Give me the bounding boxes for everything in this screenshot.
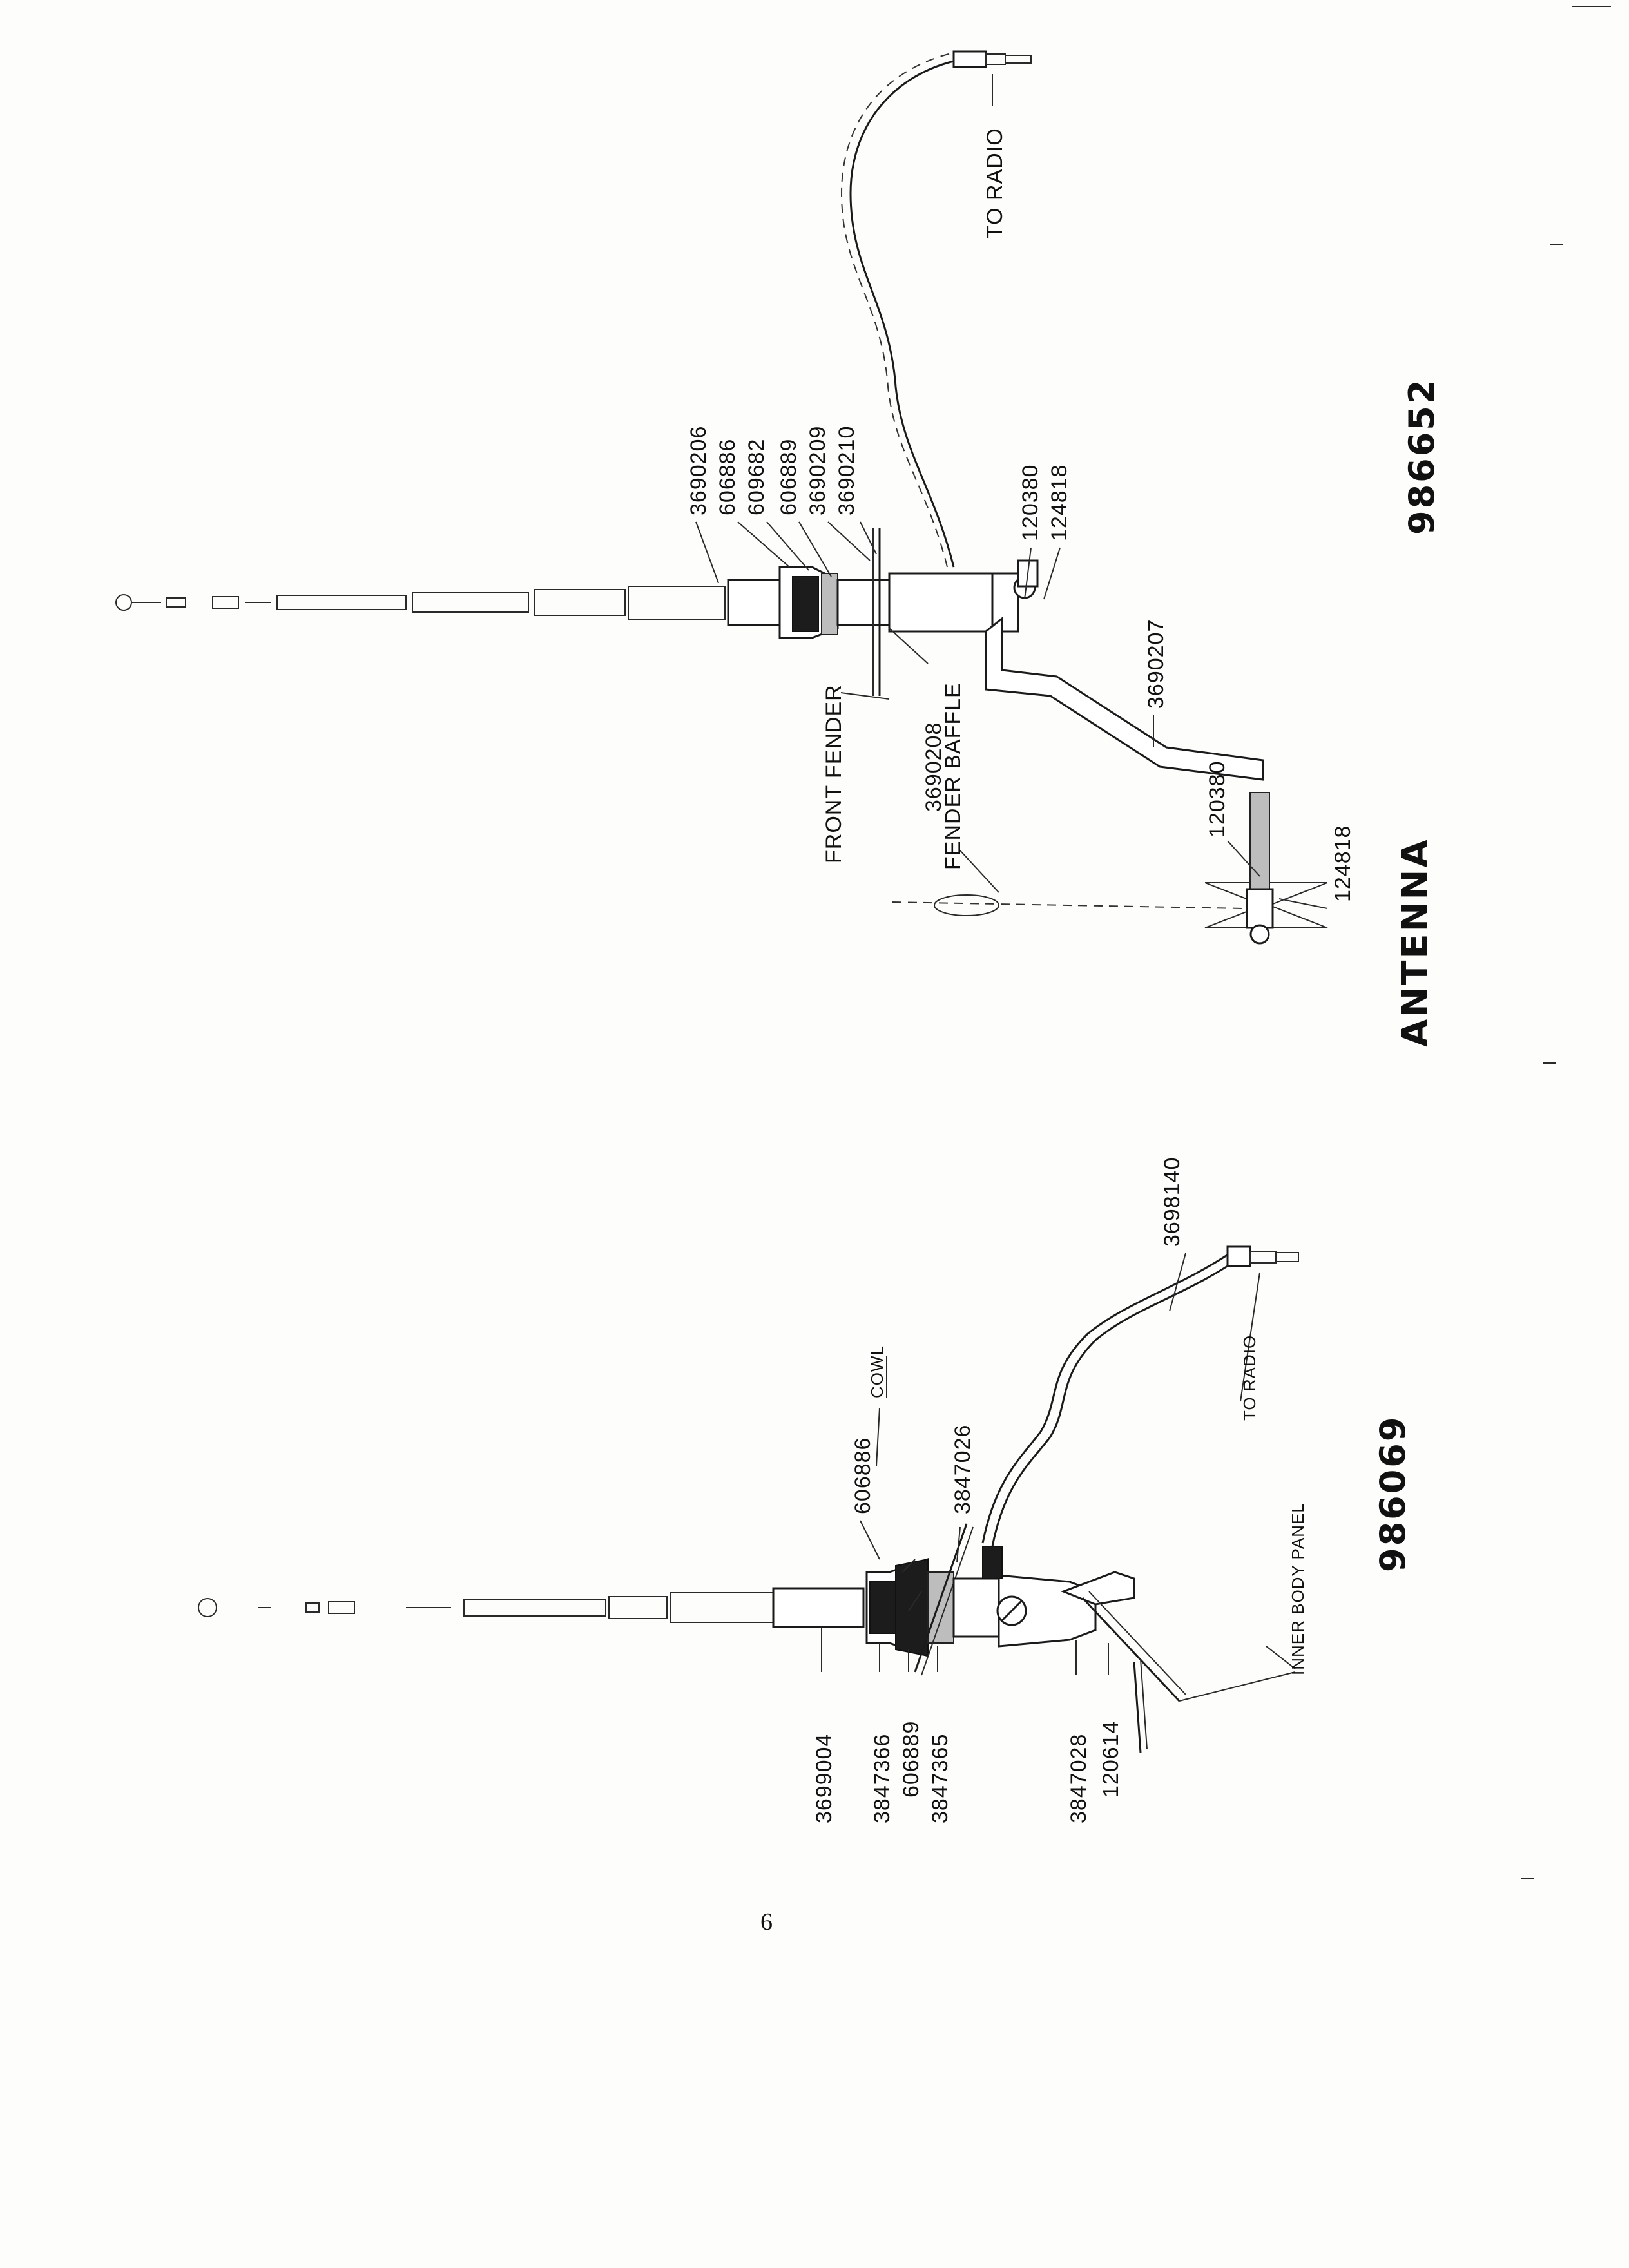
bottom-inner-body-panel — [1081, 1591, 1296, 1753]
label-inner-body-panel: INNER BODY PANEL — [1288, 1503, 1307, 1675]
label-3698140: 3698140 — [1160, 1157, 1184, 1247]
label-to-radio-bottom: TO RADIO — [1240, 1335, 1259, 1421]
label-to-radio-top: TO RADIO — [983, 128, 1007, 238]
top-leader-lines — [695, 74, 1328, 909]
label-124818-bottom: 124818 — [1331, 825, 1355, 902]
label-3847028: 3847028 — [1066, 1734, 1091, 1823]
label-120380-bottom: 120380 — [1205, 761, 1229, 838]
label-606889-bottom: 606889 — [899, 1721, 923, 1798]
label-3690209: 3690209 — [805, 426, 830, 515]
label-3699004: 3699004 — [812, 1734, 836, 1823]
label-609682: 609682 — [744, 439, 769, 515]
page-title: ANTENNA — [1394, 838, 1436, 1047]
label-3847366: 3847366 — [870, 1734, 894, 1823]
bottom-leader-lines — [821, 1253, 1296, 1675]
label-3690207: 3690207 — [1144, 619, 1168, 709]
top-antenna-assembly — [115, 50, 1328, 945]
label-3847026: 3847026 — [950, 1425, 975, 1514]
label-front-fender: FRONT FENDER — [822, 684, 846, 863]
bottom-antenna-mast — [198, 1587, 865, 1628]
label-606886-bottom: 606886 — [851, 1437, 875, 1514]
bottom-antenna-base — [865, 1523, 1135, 1676]
top-antenna-mast — [115, 586, 726, 620]
top-antenna-base — [727, 528, 1039, 696]
top-bracket — [985, 616, 1264, 781]
label-120380-top: 120380 — [1018, 465, 1043, 541]
label-3690208: 3690208 — [921, 722, 946, 812]
label-120614: 120614 — [1099, 1721, 1123, 1798]
top-cable — [840, 50, 1032, 568]
label-3690206: 3690206 — [686, 426, 711, 515]
label-124818-top: 124818 — [1047, 465, 1072, 541]
label-cowl: COWL — [867, 1345, 887, 1398]
model-number-986069: 986069 — [1373, 1416, 1413, 1572]
model-number-986652: 986652 — [1402, 378, 1442, 535]
page-number: 6 — [760, 1908, 773, 1936]
label-fender-baffle: FENDER BAFFLE — [941, 682, 965, 870]
label-606889-top: 606889 — [776, 439, 801, 515]
label-606886-top: 606886 — [715, 439, 740, 515]
top-fender-baffle — [892, 792, 1328, 945]
bottom-antenna-assembly — [198, 1245, 1299, 1753]
margin-marks — [1521, 6, 1611, 1879]
label-3690210: 3690210 — [834, 426, 859, 515]
label-3847365: 3847365 — [928, 1734, 952, 1823]
bottom-cable — [981, 1245, 1299, 1547]
